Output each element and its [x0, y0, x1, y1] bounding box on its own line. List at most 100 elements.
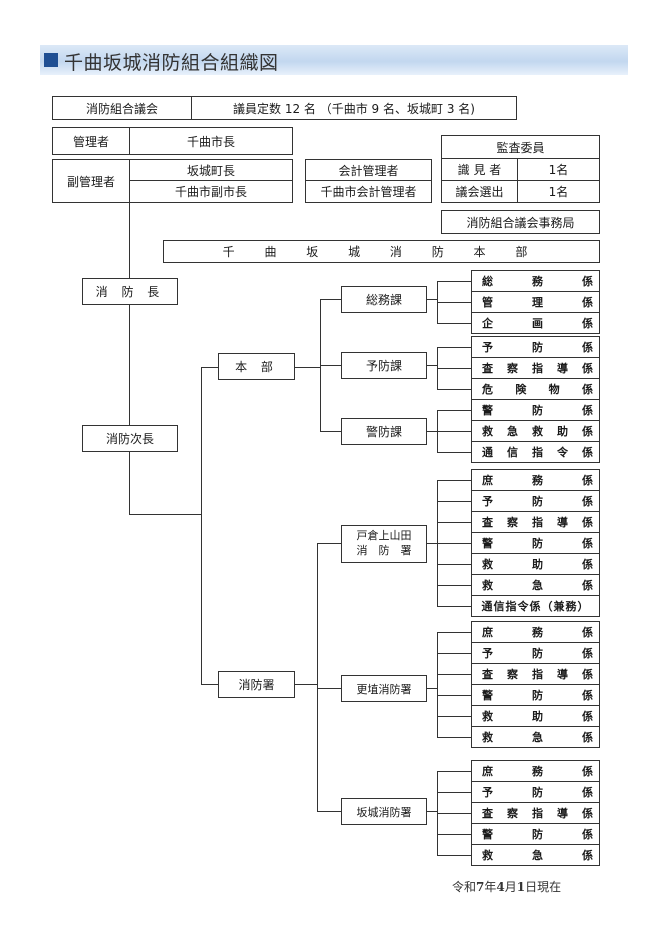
section-char: 急 [532, 731, 543, 744]
section-char: 係 [582, 807, 593, 820]
section-char: 係 [582, 668, 593, 681]
section-box: 査察指導係 [471, 663, 600, 685]
section-char: 係 [582, 647, 593, 660]
station-box: 坂城消防署 [341, 798, 427, 825]
section-box: 警防係 [471, 532, 600, 554]
section-char: 係 [582, 446, 593, 459]
connector-line [427, 299, 437, 300]
connector-line [437, 501, 471, 502]
section-char: 係 [582, 404, 593, 417]
section-char: 係 [582, 317, 593, 330]
section-char: 指 [532, 668, 543, 681]
vice-manager-label: 副管理者 [52, 159, 130, 203]
section-box: 査察指導係 [471, 357, 600, 379]
branch-line [320, 365, 342, 366]
section-box: 通信指令係（兼務） [471, 595, 600, 617]
section-char: 警 [482, 404, 493, 417]
section-char: 導 [557, 362, 568, 375]
section-char: 防 [532, 647, 543, 660]
connector-line [437, 674, 471, 675]
square-bullet-icon [44, 53, 58, 67]
section-char: 導 [557, 516, 568, 529]
section-box: 救急係 [471, 726, 600, 748]
connector-line [437, 653, 471, 654]
auditor-type-2: 議会選出 [441, 180, 518, 203]
bracket-line [437, 347, 438, 390]
section-char: 防 [532, 404, 543, 417]
footer-month: 4 [496, 880, 505, 894]
connector-line [437, 480, 471, 481]
section-char: 理 [532, 296, 543, 309]
section-char: 予 [482, 647, 493, 660]
title-bar: 千曲坂城消防組合組織図 [40, 45, 628, 75]
bracket-line [437, 480, 438, 607]
section-char: 務 [532, 474, 543, 487]
branch-line [201, 684, 219, 685]
station-box: 戸倉上山田 消 防 署 [341, 525, 427, 563]
bracket-line [437, 281, 438, 324]
auditors-label: 監査委員 [441, 135, 600, 159]
section-char: 査 [482, 362, 493, 375]
section-char: 信 [507, 446, 518, 459]
branch-line [317, 543, 341, 544]
bracket-line [437, 771, 438, 856]
section-box: 予防係 [471, 781, 600, 803]
section-char: 係 [582, 362, 593, 375]
section-char: 物 [548, 383, 560, 396]
section-box: 警防係 [471, 684, 600, 706]
connector-line [437, 716, 471, 717]
section-char: 務 [532, 275, 543, 288]
section-char: 係 [582, 275, 593, 288]
division-box: 総務課 [341, 286, 427, 313]
connector-line [437, 431, 471, 432]
section-char: 係 [582, 296, 593, 309]
accounting-label: 会計管理者 [305, 159, 432, 181]
section-char: 助 [557, 425, 568, 438]
footer-year-unit: 年 [484, 880, 497, 894]
section-char: 防 [532, 495, 543, 508]
section-char: 庶 [482, 626, 493, 639]
section-char: 務 [532, 626, 543, 639]
bracket-line [437, 410, 438, 453]
connector-line [437, 585, 471, 586]
section-char: 険 [515, 383, 527, 396]
section-box: 総務係 [471, 270, 600, 292]
hq-banner: 千 曲 坂 城 消 防 本 部 [163, 240, 600, 263]
section-char: 警 [482, 537, 493, 550]
section-char: 防 [532, 828, 543, 841]
page-title: 千曲坂城消防組合組織図 [64, 52, 279, 74]
vice-manager-value-1: 坂城町長 [129, 159, 293, 181]
section-char: 救 [482, 849, 493, 862]
section-char: 係 [582, 828, 593, 841]
section-char: 救 [482, 731, 493, 744]
section-char: 係 [582, 579, 593, 592]
section-char: 係 [582, 537, 593, 550]
section-char: 察 [507, 668, 518, 681]
manager-label: 管理者 [52, 127, 130, 155]
honbu-box: 本 部 [218, 353, 295, 380]
section-box: 救急救助係 [471, 420, 600, 442]
section-char: 救 [482, 710, 493, 723]
section-char: 防 [532, 537, 543, 550]
section-box: 予防係 [471, 336, 600, 358]
footer-day: 1 [516, 880, 526, 894]
section-char: 導 [557, 807, 568, 820]
section-char: 予 [482, 786, 493, 799]
section-char: 指 [532, 807, 543, 820]
branch-line [294, 684, 318, 685]
section-box: 予防係 [471, 490, 600, 512]
footer-month-unit: 月 [504, 880, 517, 894]
bracket-line [437, 632, 438, 738]
section-box: 庶務係 [471, 621, 600, 643]
section-box: 救助係 [471, 705, 600, 727]
section-char: 係 [582, 495, 593, 508]
section-char: 助 [532, 710, 543, 723]
section-box: 通信指令係 [471, 441, 600, 463]
section-char: 危 [482, 383, 493, 396]
connector-line [437, 737, 471, 738]
council-detail: 議員定数 12 名 （千曲市 9 名、坂城町 3 名) [191, 96, 517, 120]
branch-line [317, 811, 341, 812]
connector-line [427, 811, 437, 812]
section-char: 庶 [482, 474, 493, 487]
section-char: 防 [532, 689, 543, 702]
